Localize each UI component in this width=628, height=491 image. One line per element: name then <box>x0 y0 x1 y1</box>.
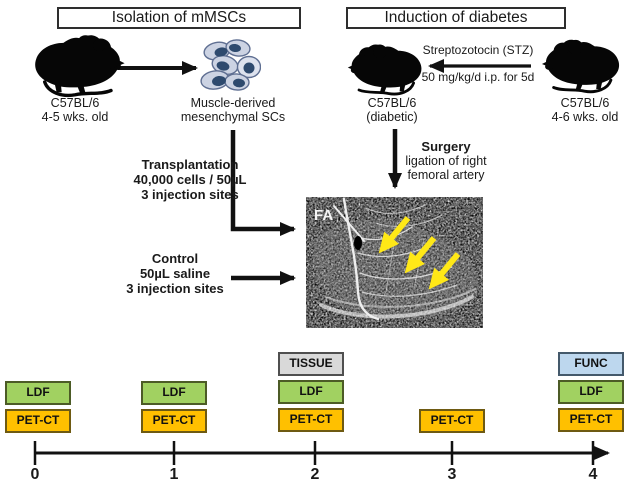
donor-strain: C57BL/6 <box>50 96 100 110</box>
pet-ct-box: PET-CT <box>141 409 207 433</box>
tissue-box: TISSUE <box>278 352 344 376</box>
func-box: FUNC <box>558 352 624 376</box>
recipient-age: 4-6 wks. old <box>551 109 619 124</box>
diabetic-strain: C57BL/6 <box>367 96 417 110</box>
cells-line2: mesenchymal SCs <box>180 109 286 124</box>
transplantation-sites: 3 injection sites <box>141 187 239 202</box>
surgery-line2: femoral artery <box>407 168 485 182</box>
surgery-title: Surgery <box>421 139 471 154</box>
recipient-mouse-label: C57BL/6 4-6 wks. old <box>535 96 628 124</box>
tick-label-2: 2 <box>310 466 320 483</box>
stz-dose-label: 50 mg/kg/d i.p. for 5d <box>421 70 535 84</box>
mesenchymal-cells-icon <box>200 39 261 91</box>
fa-label: FA <box>314 207 333 224</box>
donor-mouse-label: C57BL/6 4-5 wks. old <box>25 96 125 124</box>
transplantation-arrow <box>230 130 296 236</box>
donor-mouse-icon <box>26 31 128 99</box>
induction-header: Induction of diabetes <box>346 7 566 29</box>
tick-label-0: 0 <box>30 466 40 483</box>
surgery-block: Surgery ligation of right femoral artery <box>398 139 494 183</box>
control-title: Control <box>151 251 199 266</box>
ldf-box: LDF <box>141 381 207 405</box>
transplantation-title: Transplantation <box>141 157 239 172</box>
diabetic-mouse-label: C57BL/6 (diabetic) <box>342 96 442 124</box>
pet-ct-box: PET-CT <box>558 408 624 432</box>
recipient-strain: C57BL/6 <box>560 96 610 110</box>
angiogram-image: FA <box>306 197 483 328</box>
ldf-box: LDF <box>278 380 344 404</box>
week0-stack: LDF PET-CT <box>5 381 71 433</box>
cells-line1: Muscle-derived <box>190 96 276 110</box>
pet-ct-box: PET-CT <box>5 409 71 433</box>
control-dose: 50µL saline <box>139 266 211 281</box>
timeline-ticks <box>33 441 595 465</box>
tick-label-3: 3 <box>447 466 457 483</box>
transplantation-dose: 40,000 cells / 50µL <box>133 172 247 187</box>
ldf-box: LDF <box>558 380 624 404</box>
diabetic-status: (diabetic) <box>366 109 418 124</box>
vessels <box>319 197 476 321</box>
pet-ct-box: PET-CT <box>278 408 344 432</box>
cells-label: Muscle-derived mesenchymal SCs <box>173 96 293 124</box>
ldf-box: LDF <box>5 381 71 405</box>
week4-stack: FUNC LDF PET-CT <box>558 352 624 432</box>
tick-label-4: 4 <box>588 466 598 483</box>
week1-stack: LDF PET-CT <box>141 381 207 433</box>
control-sites: 3 injection sites <box>126 281 224 296</box>
stz-drug-label: Streptozotocin (STZ) <box>422 43 534 57</box>
tick-label-1: 1 <box>169 466 179 483</box>
isolation-header: Isolation of mMSCs <box>57 7 301 29</box>
ligation-site <box>354 236 362 250</box>
week3-stack: PET-CT <box>419 409 485 433</box>
collateral-arrows <box>378 216 461 290</box>
control-block: Control 50µL saline 3 injection sites <box>105 251 245 296</box>
surgery-line1: ligation of right <box>405 154 487 168</box>
pet-ct-box: PET-CT <box>419 409 485 433</box>
donor-age: 4-5 wks. old <box>41 109 109 124</box>
week2-stack: TISSUE LDF PET-CT <box>278 352 344 432</box>
transplantation-block: Transplantation 40,000 cells / 50µL 3 in… <box>110 157 270 202</box>
